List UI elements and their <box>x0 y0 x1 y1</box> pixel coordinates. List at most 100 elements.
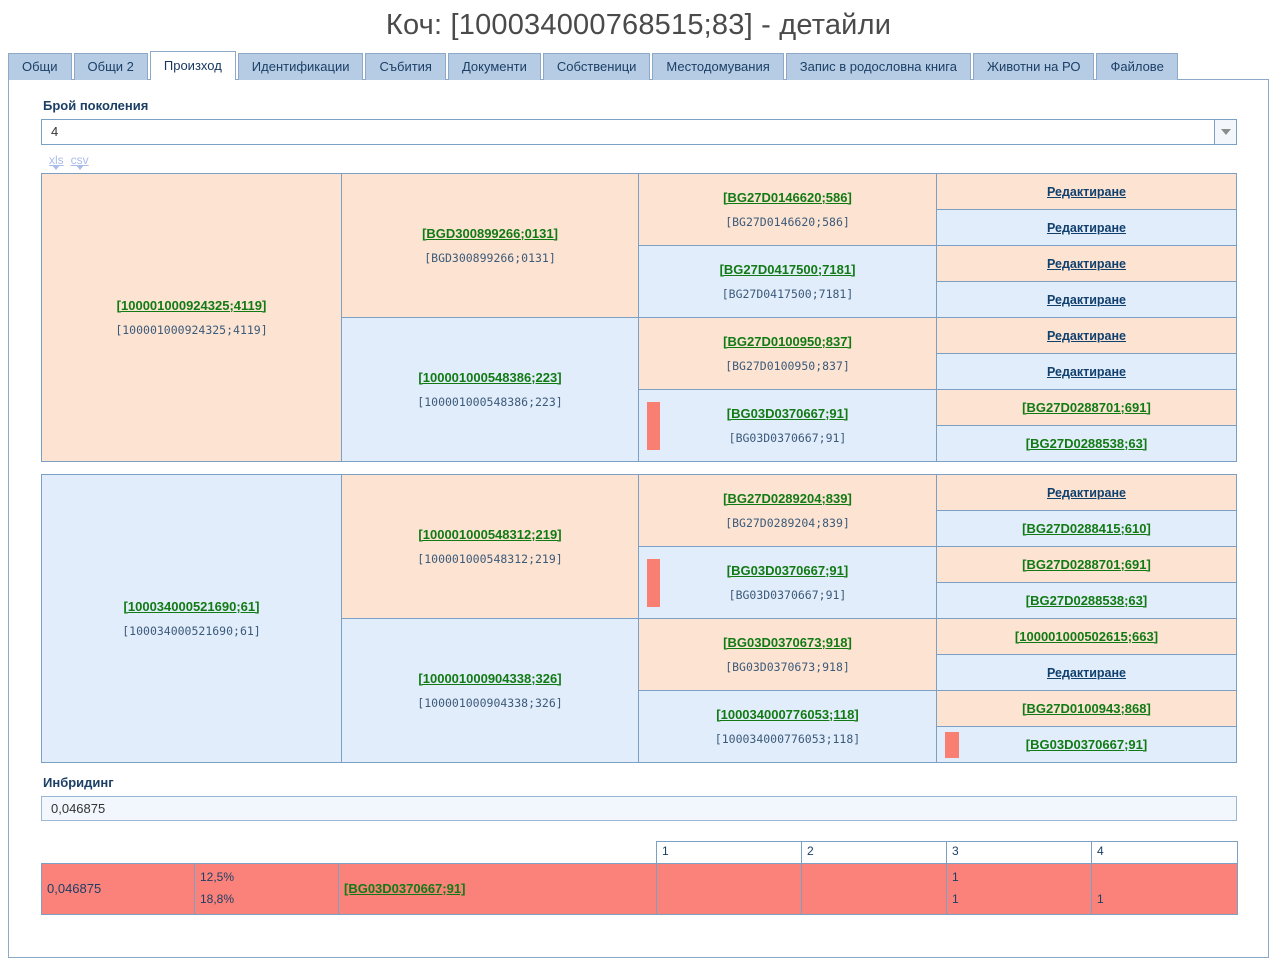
pedigree-row: Редактиране <box>42 281 1237 318</box>
pedigree-cell-gen4: Редактиране <box>936 281 1237 318</box>
animal-link[interactable]: [BG27D0417500;7181] <box>719 261 856 277</box>
animal-link[interactable]: [100001000548386;223] <box>418 369 562 385</box>
animal-link[interactable]: [100001000904338;326] <box>418 670 562 686</box>
animal-code: [BG27D0289204;839] <box>725 515 850 530</box>
count-top <box>1097 866 1232 888</box>
pedigree-cell-gen4: [BG27D0288701;691] <box>936 546 1237 583</box>
tab-2[interactable]: Произход <box>149 51 236 80</box>
tab-10[interactable]: Файлове <box>1096 53 1178 80</box>
pedigree-table-block2: [100034000521690;61][100034000521690;61]… <box>41 474 1237 763</box>
pedigree-cell-gen3: [BG27D0417500;7181][BG27D0417500;7181] <box>638 245 937 318</box>
count-top <box>662 866 796 888</box>
tab-label: Произход <box>163 58 222 73</box>
edit-link[interactable]: Редактиране <box>1046 292 1127 307</box>
edit-link[interactable]: Редактиране <box>1046 256 1127 271</box>
pedigree-row: [100001000924325;4119][100001000924325;4… <box>41 173 1237 462</box>
pedigree-row: [BG27D0288415;610] <box>42 510 1237 547</box>
export-csv-link[interactable]: csv <box>70 153 89 170</box>
animal-link[interactable]: [BG03D0370667;91] <box>726 405 849 421</box>
edit-link[interactable]: Редактиране <box>1046 220 1127 235</box>
animal-link[interactable]: [BG27D0288415;610] <box>1022 520 1151 536</box>
animal-code: [100034000776053;118] <box>714 731 861 746</box>
animal-link[interactable]: [BG27D0288701;691] <box>1022 399 1151 415</box>
edit-link[interactable]: Редактиране <box>1046 328 1127 343</box>
animal-link[interactable]: [BG27D0146620;586] <box>723 189 852 205</box>
pedigree-cell-gen4: [BG27D0100943;868] <box>936 690 1237 727</box>
pedigree-row: [BG03D0370667;91][BG03D0370667;91] [BG27D… <box>42 389 1237 462</box>
tab-1[interactable]: Общи 2 <box>73 53 148 80</box>
generations-select-value: 4 <box>51 124 59 139</box>
tab-5[interactable]: Документи <box>447 53 541 80</box>
tab-6[interactable]: Собственици <box>542 53 651 80</box>
spacer-cell <box>339 842 657 864</box>
animal-link[interactable]: [BG03D0370673;918] <box>723 634 852 650</box>
inbreeding-count-gen4: 1 <box>1091 863 1238 915</box>
animal-link[interactable]: [100034000521690;61] <box>123 598 260 614</box>
animal-link[interactable]: [BG27D0100950;837] <box>723 333 852 349</box>
animal-link[interactable]: [100001000548312;219] <box>418 526 562 542</box>
count-top: 1 <box>952 870 959 884</box>
pedigree-cell-gen4: [BG27D0288538;63] <box>936 582 1237 619</box>
tab-label: Идентификации <box>251 59 350 74</box>
animal-link[interactable]: [BG27D0288538;63] <box>1025 592 1148 608</box>
animal-link[interactable]: [100034000776053;118] <box>716 706 859 722</box>
animal-link[interactable]: [BG27D0288701;691] <box>1022 556 1151 572</box>
pedigree-cell-gen3: [BG27D0100950;837][BG27D0100950;837] <box>638 317 937 390</box>
pedigree-cell-gen3: [BG03D0370667;91][BG03D0370667;91] <box>638 389 937 462</box>
pedigree-cell-gen2: [100001000904338;326][100001000904338;32… <box>341 618 639 763</box>
tab-0[interactable]: Общи <box>8 53 72 80</box>
pedigree-cell-gen4: [100001000502615;663] <box>936 618 1237 655</box>
inbreeding-count-gen2 <box>801 863 947 915</box>
pedigree-cell-gen4: Редактиране <box>936 353 1237 390</box>
count-top <box>807 866 941 888</box>
edit-link[interactable]: Редактиране <box>1046 184 1127 199</box>
animal-link[interactable]: [100001000502615;663] <box>1014 628 1159 644</box>
pedigree-cell-gen3: [BG03D0370673;918][BG03D0370673;918] <box>638 618 937 691</box>
count-bottom: 1 <box>952 892 959 906</box>
animal-link[interactable]: [BG03D0370667;91] <box>1025 736 1148 752</box>
tab-label: Общи 2 <box>87 59 134 74</box>
pedigree-cell-gen1: [100001000924325;4119][100001000924325;4… <box>41 173 342 462</box>
tab-7[interactable]: Местодомувания <box>652 53 784 80</box>
animal-link[interactable]: [BG27D0100943;868] <box>1022 700 1151 716</box>
animal-link[interactable]: [BG03D0370667;91] <box>344 881 466 896</box>
pedigree-cell-gen2: [BGD300899266;0131][BGD300899266;0131] <box>341 173 639 318</box>
tab-8[interactable]: Запис в родословна книга <box>785 53 971 80</box>
pedigree-row: Редактиране <box>42 353 1237 390</box>
pedigree-row: Редактиране <box>42 654 1237 691</box>
inbreeding-marker-icon <box>945 731 959 758</box>
edit-link[interactable]: Редактиране <box>1046 485 1127 500</box>
generation-header-1: 1 <box>656 841 802 864</box>
generation-header-4: 4 <box>1091 841 1238 864</box>
chevron-down-icon[interactable] <box>1214 120 1236 144</box>
spacer-cell <box>195 842 339 864</box>
inbreeding-pct-bottom: 18,8% <box>200 892 235 906</box>
pedigree-cell-gen4: [BG27D0288538;63] <box>936 425 1237 462</box>
pedigree-row: [100001000904338;326][100001000904338;32… <box>42 618 1237 763</box>
tab-4[interactable]: Събития <box>365 53 446 80</box>
animal-link[interactable]: [100001000924325;4119] <box>116 297 267 313</box>
tab-label: Общи <box>22 59 58 74</box>
tab-9[interactable]: Животни на РО <box>972 53 1095 80</box>
animal-code: [100034000521690;61] <box>122 623 261 638</box>
animal-link[interactable]: [BG27D0289204;839] <box>723 490 852 506</box>
pedigree-cell-gen1: [100034000521690;61] [100034000521690;61] <box>41 474 342 763</box>
tab-3[interactable]: Идентификации <box>237 53 364 80</box>
count-bottom <box>662 888 796 910</box>
edit-link[interactable]: Редактиране <box>1046 364 1127 379</box>
animal-link[interactable]: [BG03D0370667;91] <box>726 562 849 578</box>
pedigree-cell-gen4: [BG27D0288701;691] <box>936 389 1237 426</box>
edit-link[interactable]: Редактиране <box>1046 665 1127 680</box>
tab-label: Запис в родословна книга <box>799 59 957 74</box>
animal-link[interactable]: [BGD300899266;0131] <box>422 225 558 241</box>
pedigree-cell-gen4: Редактиране <box>936 317 1237 354</box>
pedigree-cell-gen4: [BG27D0288415;610] <box>936 510 1237 547</box>
generations-select[interactable]: 4 <box>41 119 1237 145</box>
spacer-cell <box>42 842 195 864</box>
animal-link[interactable]: [BG27D0288538;63] <box>1025 435 1148 451</box>
export-xls-link[interactable]: xls <box>49 153 64 170</box>
inbreeding-pct-top: 12,5% <box>200 870 235 884</box>
